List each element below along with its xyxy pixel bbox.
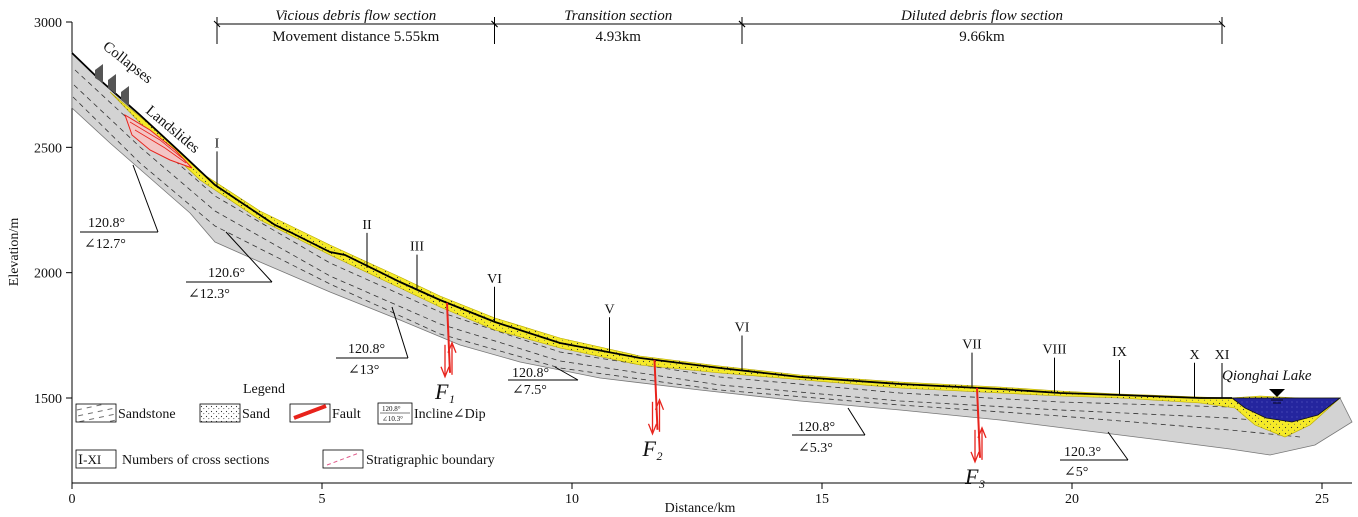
collapse-blocks [95,64,129,106]
section-distance: 9.66km [959,29,1005,45]
cross-section-label: IX [1112,345,1127,360]
legend-title: Legend [243,382,285,397]
legend-sand-swatch [199,403,241,423]
svg-text:∠12.3°: ∠12.3° [188,287,230,302]
y-tick-label: 3000 [34,16,62,31]
section-name: Transition section [564,8,672,24]
y-tick-label: 1500 [34,392,62,407]
svg-text:120.8°: 120.8° [348,342,385,357]
fault-arrow-head [647,423,658,436]
cross-section-label: VII [962,338,982,353]
legend-sandstone-swatch [75,403,117,423]
cross-section-label: X [1189,348,1199,363]
cross-section-label: VI [735,320,750,335]
x-axis-label: Distance/km [665,501,736,516]
dip-annotation-4: 120.8° ∠7.5° [508,366,579,398]
x-tick-label: 5 [319,492,326,507]
section-arrow-tick [213,20,221,28]
legend-sandstone-label: Sandstone [118,407,176,422]
dip-annotation-1: 120.8° ∠12.7° [80,164,159,252]
section-arrow-tick [491,20,498,28]
stratigraphic-lines [72,69,1311,438]
x-tick-label: 25 [1315,492,1329,507]
dip-annotation-5: 120.8° ∠5.3° [792,407,866,456]
cross-section-label: II [362,218,372,233]
svg-text:∠5.3°: ∠5.3° [798,441,833,456]
section-arrow-tick [1218,20,1226,28]
dip-annotation-3: 120.8° ∠13° [336,306,409,378]
fault-arrow-head [447,341,457,354]
section-distance: Movement distance 5.55km [272,29,439,45]
legend-incline-dip-label: Incline∠Dip [414,407,486,422]
cross-section-label: III [410,240,424,255]
svg-text:120.8°: 120.8° [88,216,125,231]
cross-section-label: V [604,302,614,317]
section-arrow-tick [738,20,746,28]
cross-section-label: I [215,136,220,151]
legend-fault-swatch [289,403,331,423]
x-tick-label: 10 [565,492,579,507]
landslide-zone [124,113,193,169]
x-tick-label: 15 [815,492,829,507]
legend-boundary-swatch [322,449,364,469]
svg-text:120.6°: 120.6° [208,266,245,281]
svg-text:∠5°: ∠5° [1064,465,1088,480]
x-tick-label: 0 [69,492,76,507]
section-distance: 4.93km [596,29,642,45]
cross-section-label: VIII [1042,343,1066,358]
svg-text:∠10.3°: ∠10.3° [382,415,403,423]
svg-text:∠12.7°: ∠12.7° [84,237,126,252]
qionghai-lake [1230,397,1342,423]
x-tick-label: 20 [1065,492,1079,507]
cross-section-label: VI [487,272,502,287]
fault-line [976,387,981,458]
fault-label-subscript: 1 [449,392,455,406]
legend-cross-sections-swatch [75,449,117,469]
fault-arrow-head [970,451,980,464]
fault-label: F [964,464,979,489]
section-name: Diluted debris flow section [900,8,1063,24]
fault-label-subscript: 2 [657,449,663,463]
svg-text:120.8°: 120.8° [382,405,401,413]
fault-line [653,359,659,430]
section-name: Vicious debris flow section [275,8,436,24]
svg-text:120.3°: 120.3° [1064,445,1101,460]
legend-sand-label: Sand [242,407,270,422]
legend-cross-sections-symbol: Ⅰ-XI [78,452,101,467]
svg-text:120.8°: 120.8° [798,420,835,435]
legend-incline-dip-swatch: 120.8° ∠10.3° [377,402,413,425]
water-level-icon [1269,389,1285,397]
legend: Legend Sandstone Sand Fault 120.8° ∠10.3… [75,382,495,469]
fault-label-subscript: 3 [978,477,985,491]
fault-arrow-head [977,426,987,439]
legend-cross-sections-label: Numbers of cross sections [122,453,269,468]
x-axis-ticks: 051015202530 [69,483,1329,507]
legend-fault-label: Fault [332,407,361,422]
y-tick-label: 2500 [34,141,62,156]
fault-arrow-head [654,398,665,411]
fault-label: F [642,436,657,461]
dip-annotations: 120.8° ∠12.7° 120.6° ∠12.3° 120.8° ∠13° … [80,164,1129,480]
dip-annotation-2: 120.6° ∠12.3° [186,231,273,302]
collapses-label: Collapses [100,39,156,88]
fault-label: F [434,379,449,404]
legend-boundary-label: Stratigraphic boundary [366,453,495,468]
svg-text:120.8°: 120.8° [512,366,549,381]
y-tick-label: 2000 [34,267,62,282]
lake-label: Qionghai Lake [1222,368,1312,384]
y-axis-ticks: 3000 2500 2000 1500 [34,16,72,407]
dip-annotation-6: 120.3° ∠5° [1060,431,1129,480]
y-axis-label: Elevation/m [7,218,22,287]
cross-section-label: XI [1215,348,1230,363]
fault-line [446,302,451,373]
svg-text:∠7.5°: ∠7.5° [512,383,547,398]
fault-arrow-head [440,366,450,379]
ground-surface [71,52,1232,399]
svg-text:∠13°: ∠13° [348,363,379,378]
